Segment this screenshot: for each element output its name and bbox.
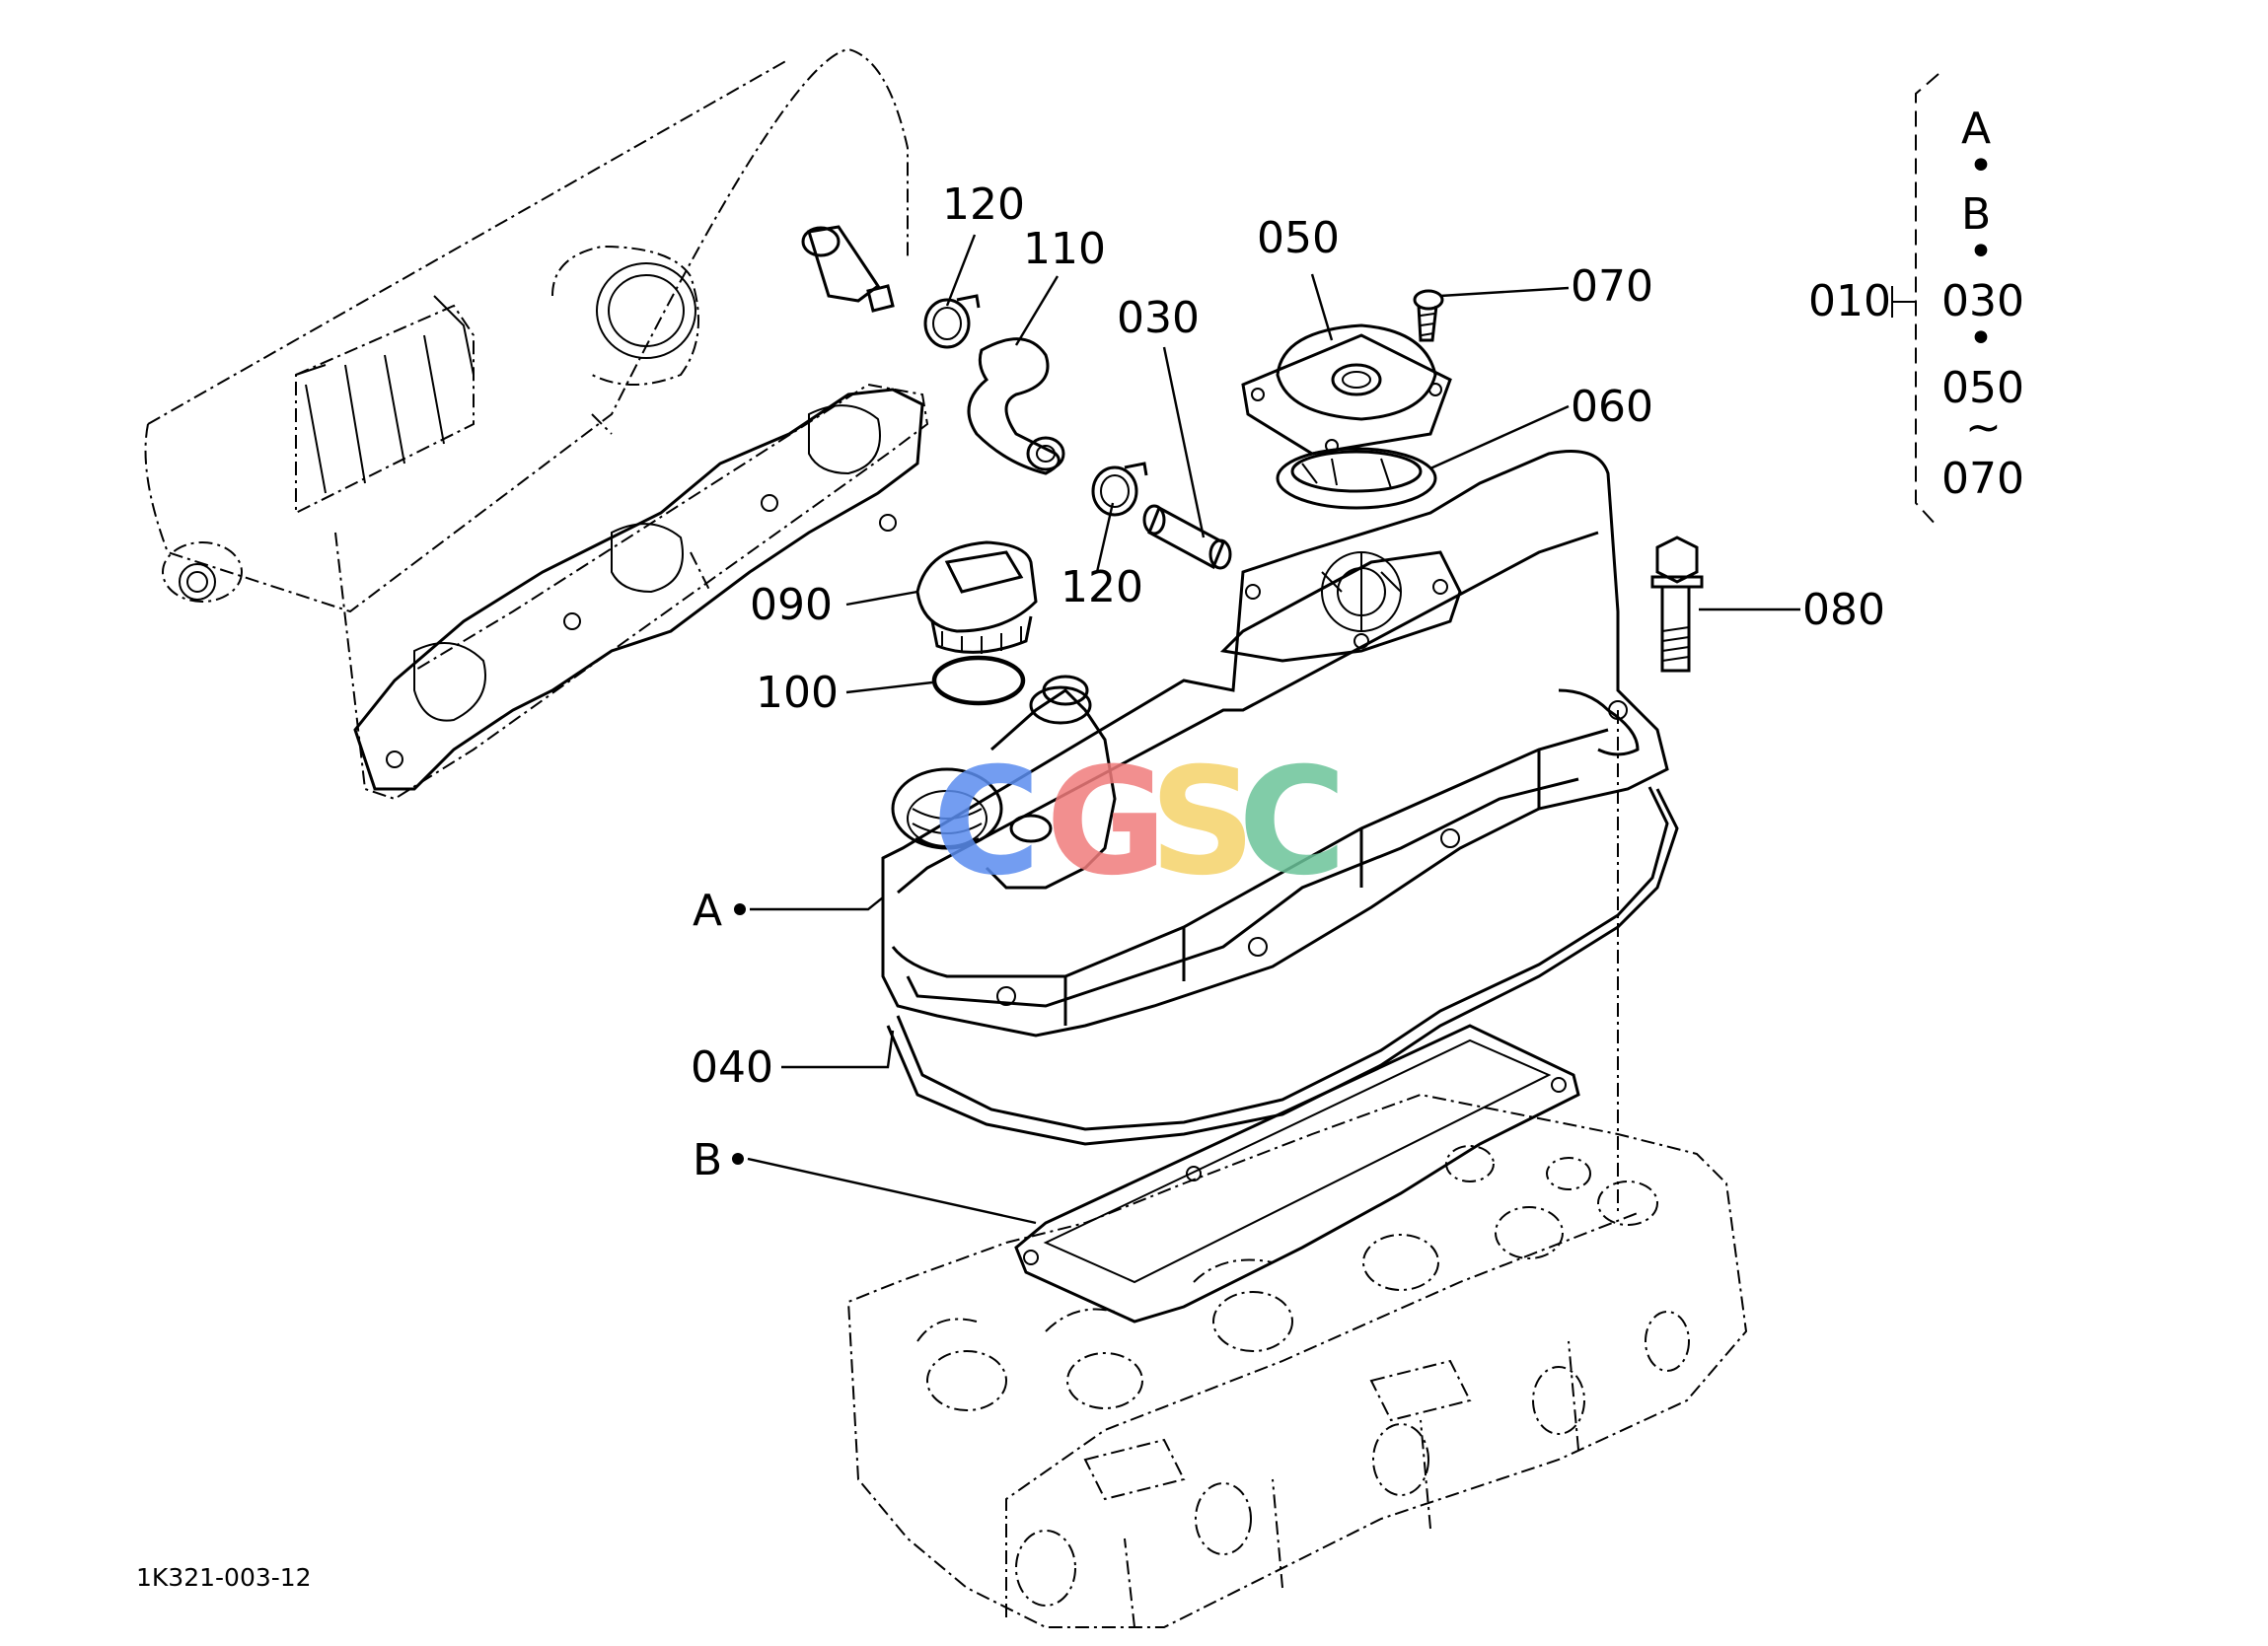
callout-080: 080 [1802, 585, 1885, 635]
cylinder-head-phantom [846, 710, 1748, 1628]
drawing-number: 1K321-003-12 [136, 1563, 312, 1592]
callout-060: 060 [1571, 382, 1653, 432]
callouts: 120 110 030 050 070 060 080 120 090 100 … [691, 179, 1885, 1185]
filler-cap-o-ring [931, 655, 1026, 706]
callout-120-lower: 120 [1061, 562, 1143, 612]
watermark: C G S C [932, 737, 1347, 908]
callout-120-upper: 120 [942, 179, 1025, 230]
cover-screw [1413, 289, 1444, 342]
breather-cover [1241, 323, 1452, 456]
assembly-key-item-b: B [1961, 189, 1991, 240]
oil-filler-cap [915, 540, 1038, 654]
breather-hose [967, 337, 1065, 475]
callout-050: 050 [1257, 213, 1340, 263]
cylinder-head-cover [881, 450, 1669, 1038]
assembly-key-item-030: 030 [1941, 276, 2024, 326]
assembly-key-sep-1: • [1968, 141, 1994, 191]
assembly-key-item-050: 050 [1941, 363, 2024, 413]
assembly-key-item-a: A [1961, 104, 1991, 154]
hose-clamp-lower [1091, 462, 1148, 517]
callout-ref-a: A [693, 886, 722, 936]
cover-bolt [1650, 536, 1704, 673]
watermark-letter-2: G [1046, 737, 1167, 908]
watermark-letter-1: C [932, 737, 1041, 908]
exhaust-gasket [353, 388, 924, 791]
assembly-key-parent: 010 [1808, 276, 1891, 326]
callout-030: 030 [1117, 293, 1200, 343]
breather-gasket [1276, 447, 1437, 510]
callout-110: 110 [1023, 224, 1106, 274]
watermark-letter-4: C [1238, 737, 1347, 908]
head-cover-gasket [886, 786, 1679, 1146]
watermark-letter-3: S [1149, 737, 1256, 908]
assembly-key-item-070: 070 [1941, 454, 2024, 504]
leader-lines [732, 234, 1800, 1225]
assembly-key: 010 A • B • 030 • 050 ~ 070 [1808, 73, 2024, 529]
assembly-key-sep-2: • [1968, 227, 1994, 277]
breather-fitting [801, 225, 895, 313]
assembly-key-sep-4: ~ [1965, 402, 2002, 453]
head-heat-shield [1014, 1024, 1580, 1324]
exhaust-manifold-phantom [144, 47, 929, 801]
callout-ref-b: B [693, 1135, 722, 1185]
assembly-key-sep-3: • [1968, 314, 1994, 364]
callout-040: 040 [691, 1042, 773, 1093]
callout-090: 090 [750, 580, 833, 630]
breather-pipe [1142, 504, 1232, 570]
hose-clamp-upper [923, 294, 981, 349]
callout-070: 070 [1571, 261, 1653, 312]
callout-100: 100 [756, 668, 839, 718]
